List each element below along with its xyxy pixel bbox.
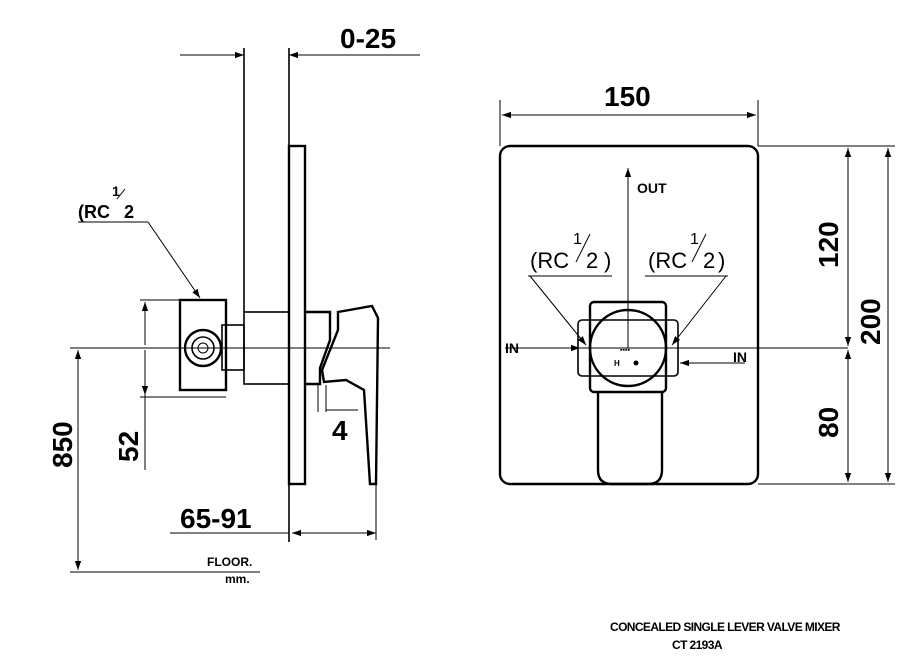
thread-callout-side-prefix: (RC [78,202,110,222]
cover-plate-side [287,144,307,486]
floor-label: FLOOR. [207,555,252,569]
dim-floor-height: 850 [47,421,78,468]
thread-callout-front-left-prefix: (RC [530,248,569,273]
dim-inlet-spacing: 52 [113,431,144,462]
lever-base [305,310,332,386]
thread-callout-front-right-num: 1 [690,231,699,248]
thread-callout-front-right-den: 2 [703,248,715,273]
dim-gap: 4 [332,415,348,446]
thread-callout-front-left-close: ) [604,248,611,273]
thread-leader-side [147,221,201,299]
out-label: OUT [637,180,667,196]
dim-plate-width: 150 [604,81,651,112]
thread-callout-front-right-prefix: (RC [648,248,687,273]
cold-dot [633,360,639,366]
lever-front [596,392,664,486]
unit-label: mm. [225,572,250,586]
in-label-left: IN [505,340,519,356]
front-view: 150 120 80 200 OUT ▪▪▪▪ H IN IN [498,81,895,486]
thread-callout-side-num: 1 [112,183,120,199]
dim-upper-height: 120 [813,221,844,268]
thread-callout-front-right-close: ) [718,248,725,273]
product-code: CT 2193A [672,638,723,652]
inlet-block [178,298,228,392]
thread-callout-front-left-den: 2 [586,248,598,273]
thread-leader-front-left [529,275,587,346]
cartridge-front [588,308,668,388]
hot-mark: H [614,359,620,368]
thread-leader-front-right [671,275,727,346]
thread-frac-slash-side [116,188,126,200]
dim-lower-height: 80 [813,407,844,438]
valve-marking: ▪▪▪▪ [620,347,630,354]
thread-callout-front-left-num: 1 [573,231,582,248]
lever-handle [320,304,380,486]
in-label-right: IN [733,349,747,365]
dim-total-height: 200 [855,298,886,345]
product-title: CONCEALED SINGLE LEVER VALVE MIXER [610,620,840,634]
thread-callout-side-den: 2 [124,202,134,222]
dim-wall-range: 0-25 [340,23,396,54]
thread-frac-slash-front-right [691,233,707,263]
cover-plate-front [498,144,760,486]
dim-depth-range: 65-91 [180,503,252,534]
thread-frac-slash-front-left [575,233,591,263]
side-view: 0-25 52 850 65-91 [47,23,420,586]
